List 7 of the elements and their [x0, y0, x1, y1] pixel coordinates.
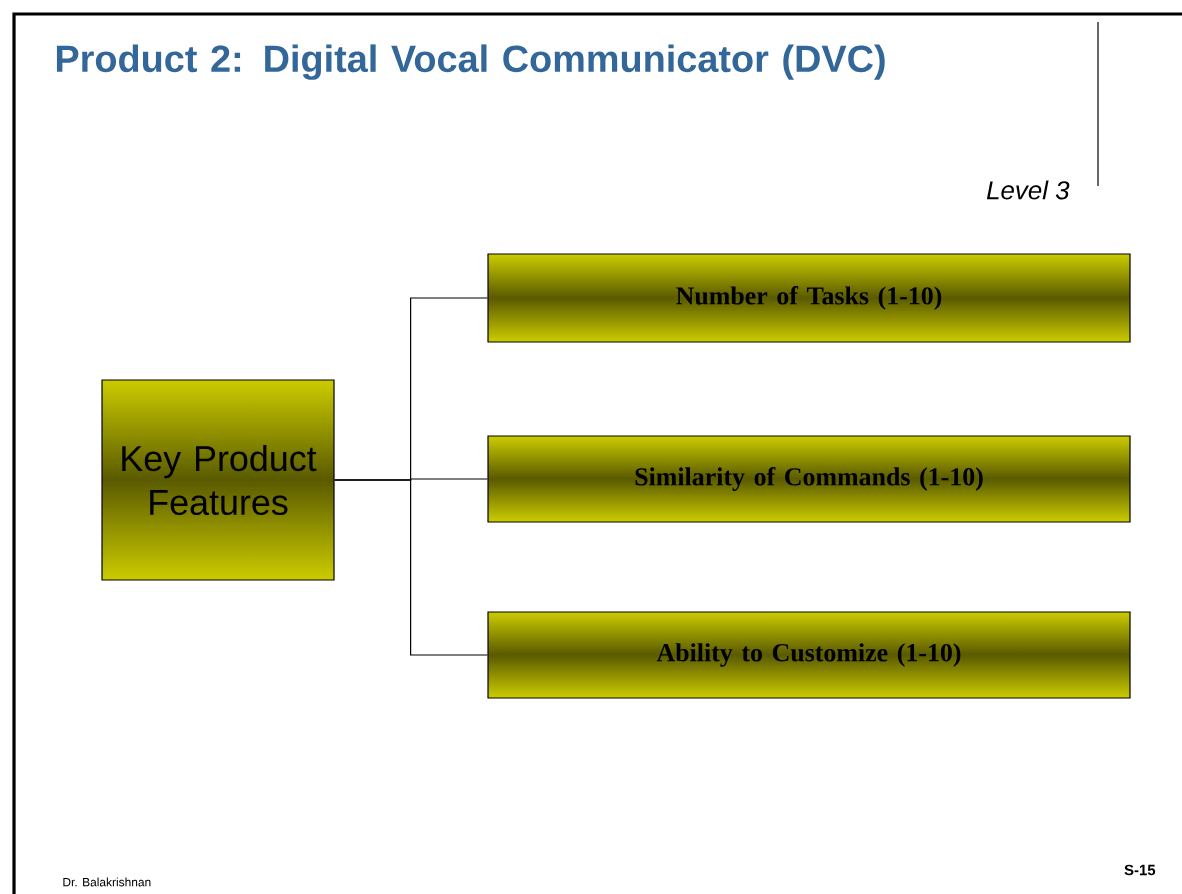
- feature-box: Number of Tasks (1-10): [487, 253, 1131, 343]
- slide-title: Product 2: Digital Vocal Communicator (DVC): [56, 44, 885, 80]
- feature-box: Similarity of Commands (1-10): [487, 435, 1131, 523]
- connector: [334, 479, 488, 656]
- level-label: Level 3: [986, 180, 1070, 200]
- feature-box: Ability to Customize (1-10): [487, 611, 1131, 699]
- topic-box: Key Product Features: [101, 379, 335, 581]
